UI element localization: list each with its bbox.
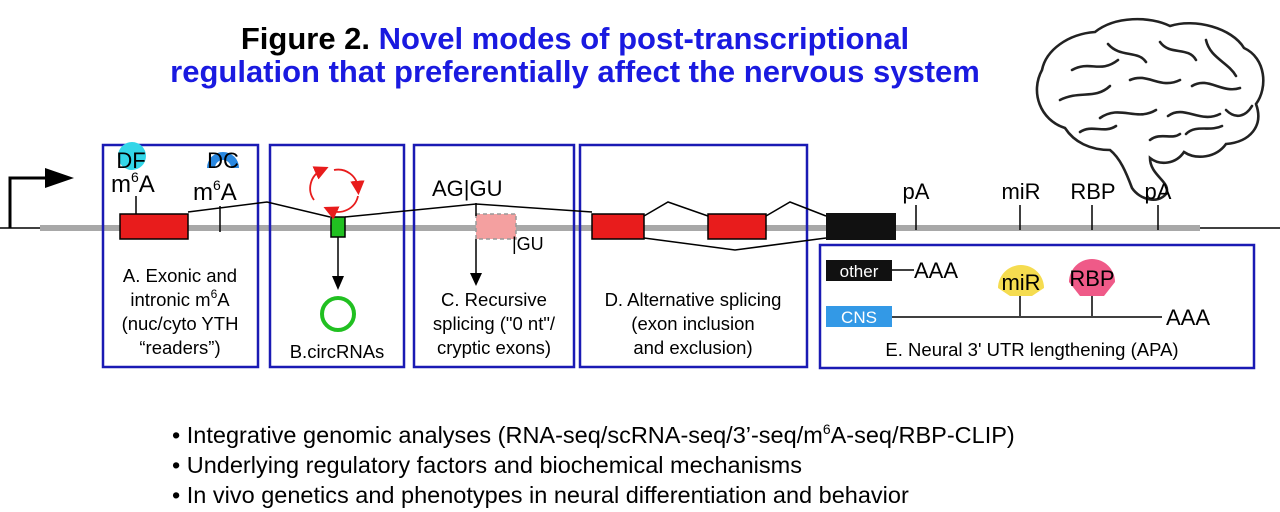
exon-d1 <box>591 213 645 240</box>
mir-label-e: miR <box>1001 270 1040 295</box>
panel-e-caption: E. Neural 3' UTR lengthening (APA) <box>885 339 1178 360</box>
circrna-circle <box>320 296 356 332</box>
ag-gu-site: AG|GU <box>432 176 503 201</box>
figure-title: Figure 2. Novel modes of post-transcript… <box>0 22 1150 88</box>
panel-b-caption: B.circRNAs <box>290 341 385 362</box>
gu-site: |GU <box>512 234 544 254</box>
splice-line-bd <box>344 203 593 218</box>
bullet-1: • Integrative genomic analyses (RNA-seq/… <box>172 421 1015 448</box>
bullet-3: • In vivo genetics and phenotypes in neu… <box>172 481 909 508</box>
svg-text:splicing ("0 nt"/: splicing ("0 nt"/ <box>433 313 556 334</box>
panel-a-caption: A. Exonic and intronic m6A (nuc/cyto YTH… <box>122 265 239 358</box>
title-line2: regulation that preferentially affect th… <box>170 54 980 89</box>
svg-text:pA: pA <box>1145 179 1172 204</box>
circrna-back-splice-icon <box>309 166 365 220</box>
brain-icon <box>1035 17 1265 201</box>
circ-arrow-head <box>332 276 344 290</box>
panel-c-caption: C. Recursive splicing ("0 nt"/ cryptic e… <box>433 289 556 358</box>
bullet-list: • Integrative genomic analyses (RNA-seq/… <box>172 414 1015 510</box>
splice-exclusion <box>643 237 827 251</box>
exon-a <box>119 213 189 240</box>
splice-line-ab <box>187 201 331 218</box>
svg-text:C. Recursive: C. Recursive <box>441 289 547 310</box>
panel-d-caption: D. Alternative splicing (exon inclusion … <box>605 289 782 358</box>
svg-text:A. Exonic and: A. Exonic and <box>123 265 237 286</box>
last-exon <box>826 213 896 240</box>
cryptic-exon-c <box>475 213 517 240</box>
svg-text:RBP: RBP <box>1070 179 1115 204</box>
df-label: DF <box>116 148 145 173</box>
panel-c-box <box>412 143 576 369</box>
svg-text:“readers”): “readers”) <box>139 337 220 358</box>
df-reader-shape <box>118 142 146 170</box>
m6a-intronic-label: m6A <box>193 177 237 206</box>
splice-inclusion-2 <box>765 201 827 217</box>
aaa-short: AAA <box>914 258 958 283</box>
splice-inclusion-1 <box>643 201 709 217</box>
bullet-2: • Underlying regulatory factors and bioc… <box>172 451 802 478</box>
panel-e-box <box>818 243 1256 370</box>
recursive-arrow-head <box>470 273 482 286</box>
panel-d-box <box>578 143 809 369</box>
m6a-exonic-label: m6A <box>111 169 155 198</box>
svg-text:and exclusion): and exclusion) <box>633 337 752 358</box>
other-label: other <box>840 262 879 281</box>
svg-text:pA: pA <box>903 179 930 204</box>
exon-d2 <box>707 213 767 240</box>
promoter-arrow-icon <box>8 168 74 228</box>
title-prefix: Figure 2. <box>240 21 371 56</box>
svg-text:cryptic exons): cryptic exons) <box>437 337 551 358</box>
other-box <box>826 260 892 281</box>
mir-shape <box>998 265 1044 296</box>
utr-labels: pA miR RBP pA <box>903 179 1172 204</box>
rbp-label-e: RBP <box>1069 266 1114 291</box>
svg-text:D. Alternative splicing: D. Alternative splicing <box>605 289 782 310</box>
panel-b-box <box>268 143 406 369</box>
cns-label: CNS <box>841 308 877 327</box>
svg-text:intronic m6A: intronic m6A <box>130 287 230 310</box>
aaa-long: AAA <box>1166 305 1210 330</box>
svg-text:miR: miR <box>1001 179 1040 204</box>
svg-text:(exon inclusion: (exon inclusion <box>631 313 754 334</box>
panel-a-box <box>101 143 260 369</box>
exon-b-circ <box>330 216 346 238</box>
rbp-shape <box>1069 259 1115 296</box>
title-line1: Novel modes of post-transcriptional <box>378 21 910 56</box>
dc-label: DC <box>207 148 239 173</box>
svg-text:(nuc/cyto YTH: (nuc/cyto YTH <box>122 313 239 334</box>
cns-box <box>826 306 892 327</box>
dc-reader-shape <box>207 152 239 168</box>
